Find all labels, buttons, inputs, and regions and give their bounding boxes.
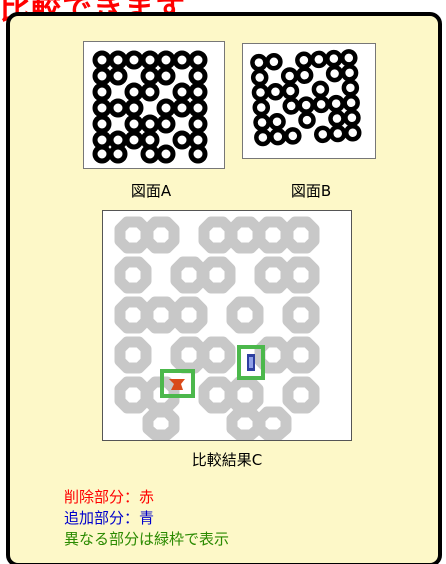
- drawing-a-caption: 図面A: [130, 182, 172, 200]
- comparison-result-caption: 比較結果C: [191, 451, 263, 469]
- legend-diff: 異なる部分は緑枠で表示: [64, 530, 230, 548]
- drawing-b-caption: 図面B: [290, 182, 332, 200]
- comparison-result-image: [102, 210, 352, 441]
- drawing-a-image: [83, 41, 225, 169]
- comparison-panel: 図面A 図面B: [6, 12, 442, 564]
- drawing-b-image: [242, 43, 376, 159]
- legend-added: 追加部分：青: [64, 509, 155, 527]
- legend-deleted: 削除部分：赤: [64, 488, 155, 506]
